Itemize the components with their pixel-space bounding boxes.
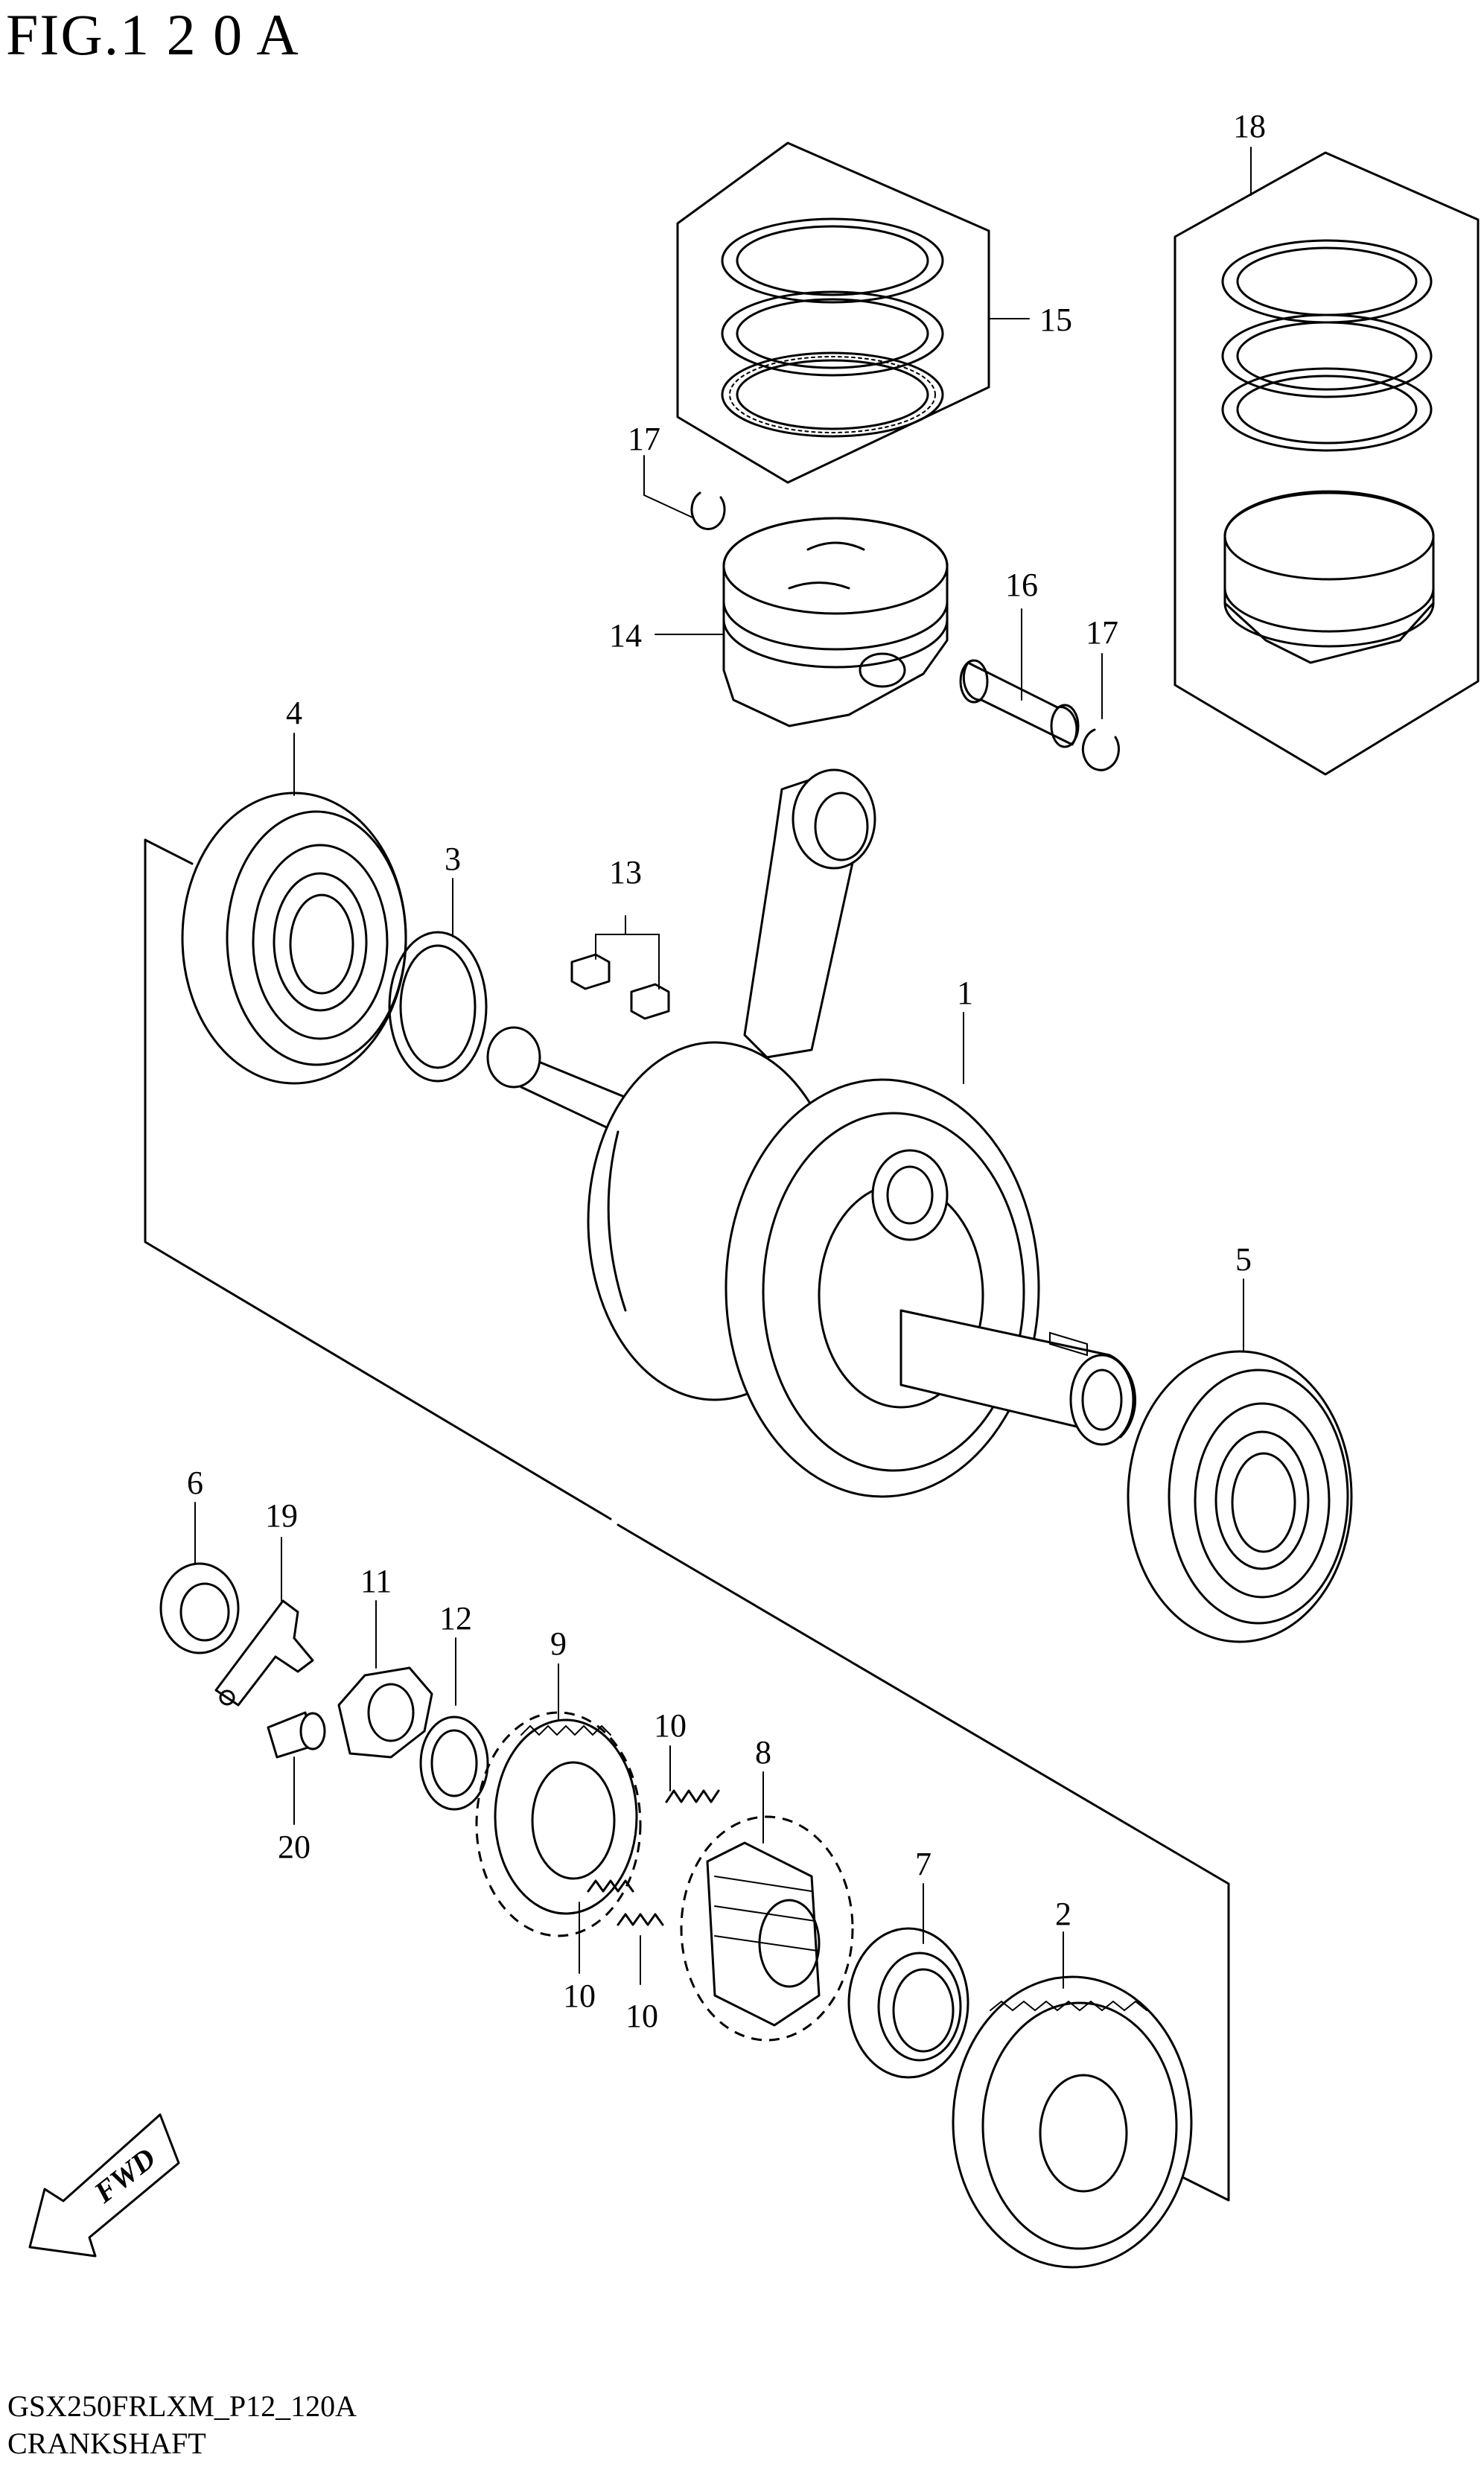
piston-ring-oil <box>721 351 944 438</box>
bearing-left <box>181 791 407 1085</box>
callout-7: 7 <box>915 1846 932 1882</box>
callout-9: 9 <box>550 1625 567 1662</box>
primary-drive-gear <box>952 1975 1193 2269</box>
callout-10-upper: 10 <box>654 1707 687 1744</box>
spring-upper <box>665 1789 720 1803</box>
callout-13: 13 <box>609 854 642 891</box>
figure-name: CRANKSHAFT <box>7 2427 206 2460</box>
callout-4: 4 <box>286 695 302 731</box>
spring-middle <box>587 1879 634 1893</box>
callout-2: 2 <box>1055 1896 1071 1932</box>
assembly-outline <box>144 838 1230 2202</box>
bearing-right <box>1127 1350 1353 1643</box>
circlip-upper <box>690 491 726 531</box>
callout-17-right: 17 <box>1086 614 1118 651</box>
callout-18: 18 <box>1233 108 1266 144</box>
oil-seal <box>159 1562 240 1654</box>
scissors-gear <box>475 1711 642 1937</box>
thrust-washer <box>388 931 488 1083</box>
piston-set-group <box>1173 151 1480 776</box>
figure-title: FIG.1 2 0 A <box>6 2 300 67</box>
balancer-drive-gear <box>680 1815 854 2042</box>
spring-lower <box>617 1913 664 1926</box>
callout-12: 12 <box>439 1600 472 1637</box>
callout-14: 14 <box>609 617 642 654</box>
figure-code: GSX250FRLXM_P12_120A <box>7 2389 357 2423</box>
lock-plate <box>214 1599 314 1707</box>
crankshaft-assembly <box>486 768 1136 1498</box>
circlip-lower <box>1081 728 1120 771</box>
piston-in-set <box>1223 490 1435 664</box>
piston-ring-second <box>721 290 944 377</box>
callout-5: 5 <box>1235 1241 1252 1278</box>
callout-10-right: 10 <box>625 1998 658 2034</box>
fwd-arrow-icon: FWD <box>28 2113 180 2258</box>
callout-16: 16 <box>1005 567 1038 603</box>
washer <box>419 1716 489 1811</box>
piston-pin <box>959 659 1080 748</box>
bearing-inserts <box>570 953 670 1020</box>
piston-ring-set-group <box>676 141 990 484</box>
callout-19: 19 <box>265 1497 298 1534</box>
gear-sleeve <box>847 1927 969 2079</box>
leader-lines <box>194 147 1252 1989</box>
callout-3: 3 <box>445 841 461 877</box>
callout-15: 15 <box>1039 302 1072 338</box>
callout-6: 6 <box>187 1465 203 1501</box>
callout-17-upper: 17 <box>628 421 660 457</box>
callout-11: 11 <box>360 1563 392 1599</box>
bolt <box>267 1711 326 1759</box>
piston <box>722 517 949 727</box>
callout-20: 20 <box>278 1829 311 1865</box>
callout-1: 1 <box>957 975 973 1011</box>
callout-10-left: 10 <box>563 1978 596 2014</box>
piston-ring-top <box>721 217 944 304</box>
callout-8: 8 <box>755 1734 771 1771</box>
nut <box>337 1666 433 1759</box>
callout-labels: 1 2 3 4 5 6 7 8 9 10 10 10 11 12 13 14 1… <box>187 108 1266 2034</box>
